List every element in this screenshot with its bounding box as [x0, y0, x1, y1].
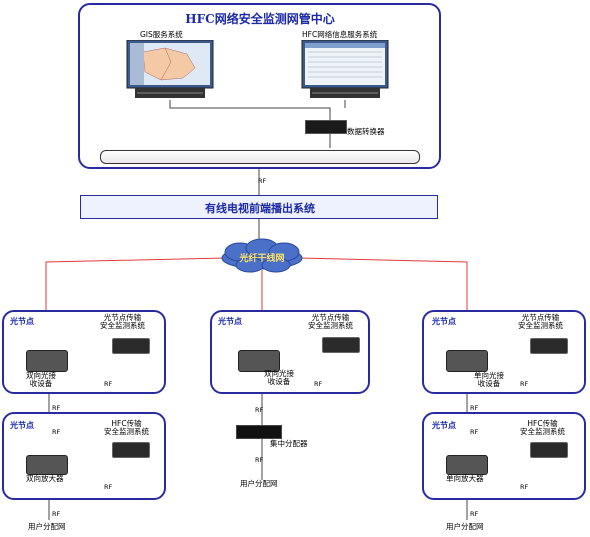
gis-monitor-icon: [126, 40, 214, 98]
info-monitor-icon: [301, 40, 389, 98]
headend-title: HFC网络安全监测网管中心: [185, 12, 335, 26]
right-bottom-amplifier-icon: [446, 455, 488, 475]
mid-top-title: 光节点: [218, 317, 242, 326]
headend-bus: [100, 150, 420, 164]
right-top-monitor-label: 光节点传输 安全监测系统: [518, 313, 563, 331]
mid-top-device-label: 双向光接 收设备: [264, 369, 294, 387]
left-bottom-monitor-icon: [112, 442, 150, 458]
gis-server-group: [125, 40, 215, 100]
left-top-monitor-label: 光节点传输 安全监测系统: [100, 313, 145, 331]
mid-top-monitor-label: 光节点传输 安全监测系统: [308, 313, 353, 331]
right-bottom-title: 光节点: [432, 421, 456, 430]
left-bottom-device-label: 双向放大器: [26, 474, 64, 483]
broadcast-label: 有线电视前端播出系统: [205, 202, 315, 215]
central-splitter-icon: [236, 425, 282, 439]
left-top-device-label: 双向光接 收设备: [26, 371, 56, 389]
right-user-net: 用户分配网: [446, 522, 484, 531]
broadcast-system: [80, 195, 438, 219]
fiber-cloud-label: 光纤干线网: [239, 254, 285, 264]
mid-bottom-rf-out: RF: [255, 456, 264, 464]
right-top-device-label: 单向光接 收设备: [474, 371, 504, 389]
right-bottom-monitor-label: HFC传输 安全监测系统: [520, 419, 565, 437]
info-server-label: HFC网络信息服务系统: [302, 30, 378, 39]
right-bottom-monitor-icon: [530, 442, 568, 458]
left-bottom-amplifier-icon: [26, 455, 68, 475]
mid-user-net: 用户分配网: [240, 479, 278, 488]
gis-label: GIS服务系统: [140, 30, 183, 39]
central-splitter-label: 集中分配器: [270, 439, 308, 448]
rf-headend: RF: [258, 177, 267, 185]
left-top-rf2: RF: [52, 404, 61, 412]
left-bottom-rf-in: RF: [52, 428, 61, 436]
mid-top-rf1: RF: [314, 380, 323, 388]
right-bottom-rf-in: RF: [470, 428, 479, 436]
left-top-rf1: RF: [104, 380, 113, 388]
right-top-receiver-icon: [446, 350, 488, 372]
mid-top-rf2: RF: [255, 406, 264, 414]
right-bottom-rf-side: RF: [520, 483, 529, 491]
left-user-net: 用户分配网: [28, 522, 66, 531]
info-server-group: [300, 40, 390, 100]
left-top-title: 光节点: [10, 317, 34, 326]
mid-top-monitor-icon: [322, 337, 360, 353]
left-bottom-rf-out: RF: [52, 510, 61, 518]
mid-top-receiver-icon: [238, 350, 280, 372]
left-top-monitor-icon: [112, 338, 150, 354]
right-top-rf1: RF: [520, 380, 529, 388]
left-bottom-title: 光节点: [10, 421, 34, 430]
left-top-receiver-icon: [26, 350, 68, 372]
data-converter-icon: [305, 120, 347, 134]
right-top-monitor-icon: [530, 338, 568, 354]
right-bottom-device-label: 单向放大器: [446, 474, 484, 483]
right-top-title: 光节点: [432, 317, 456, 326]
right-top-rf2: RF: [470, 404, 479, 412]
data-converter-label: 数据转换器: [347, 127, 385, 136]
right-top-node-box: [422, 310, 586, 394]
left-bottom-rf-side: RF: [104, 483, 113, 491]
left-bottom-monitor-label: HFC传输 安全监测系统: [104, 419, 149, 437]
right-bottom-rf-out: RF: [470, 510, 479, 518]
